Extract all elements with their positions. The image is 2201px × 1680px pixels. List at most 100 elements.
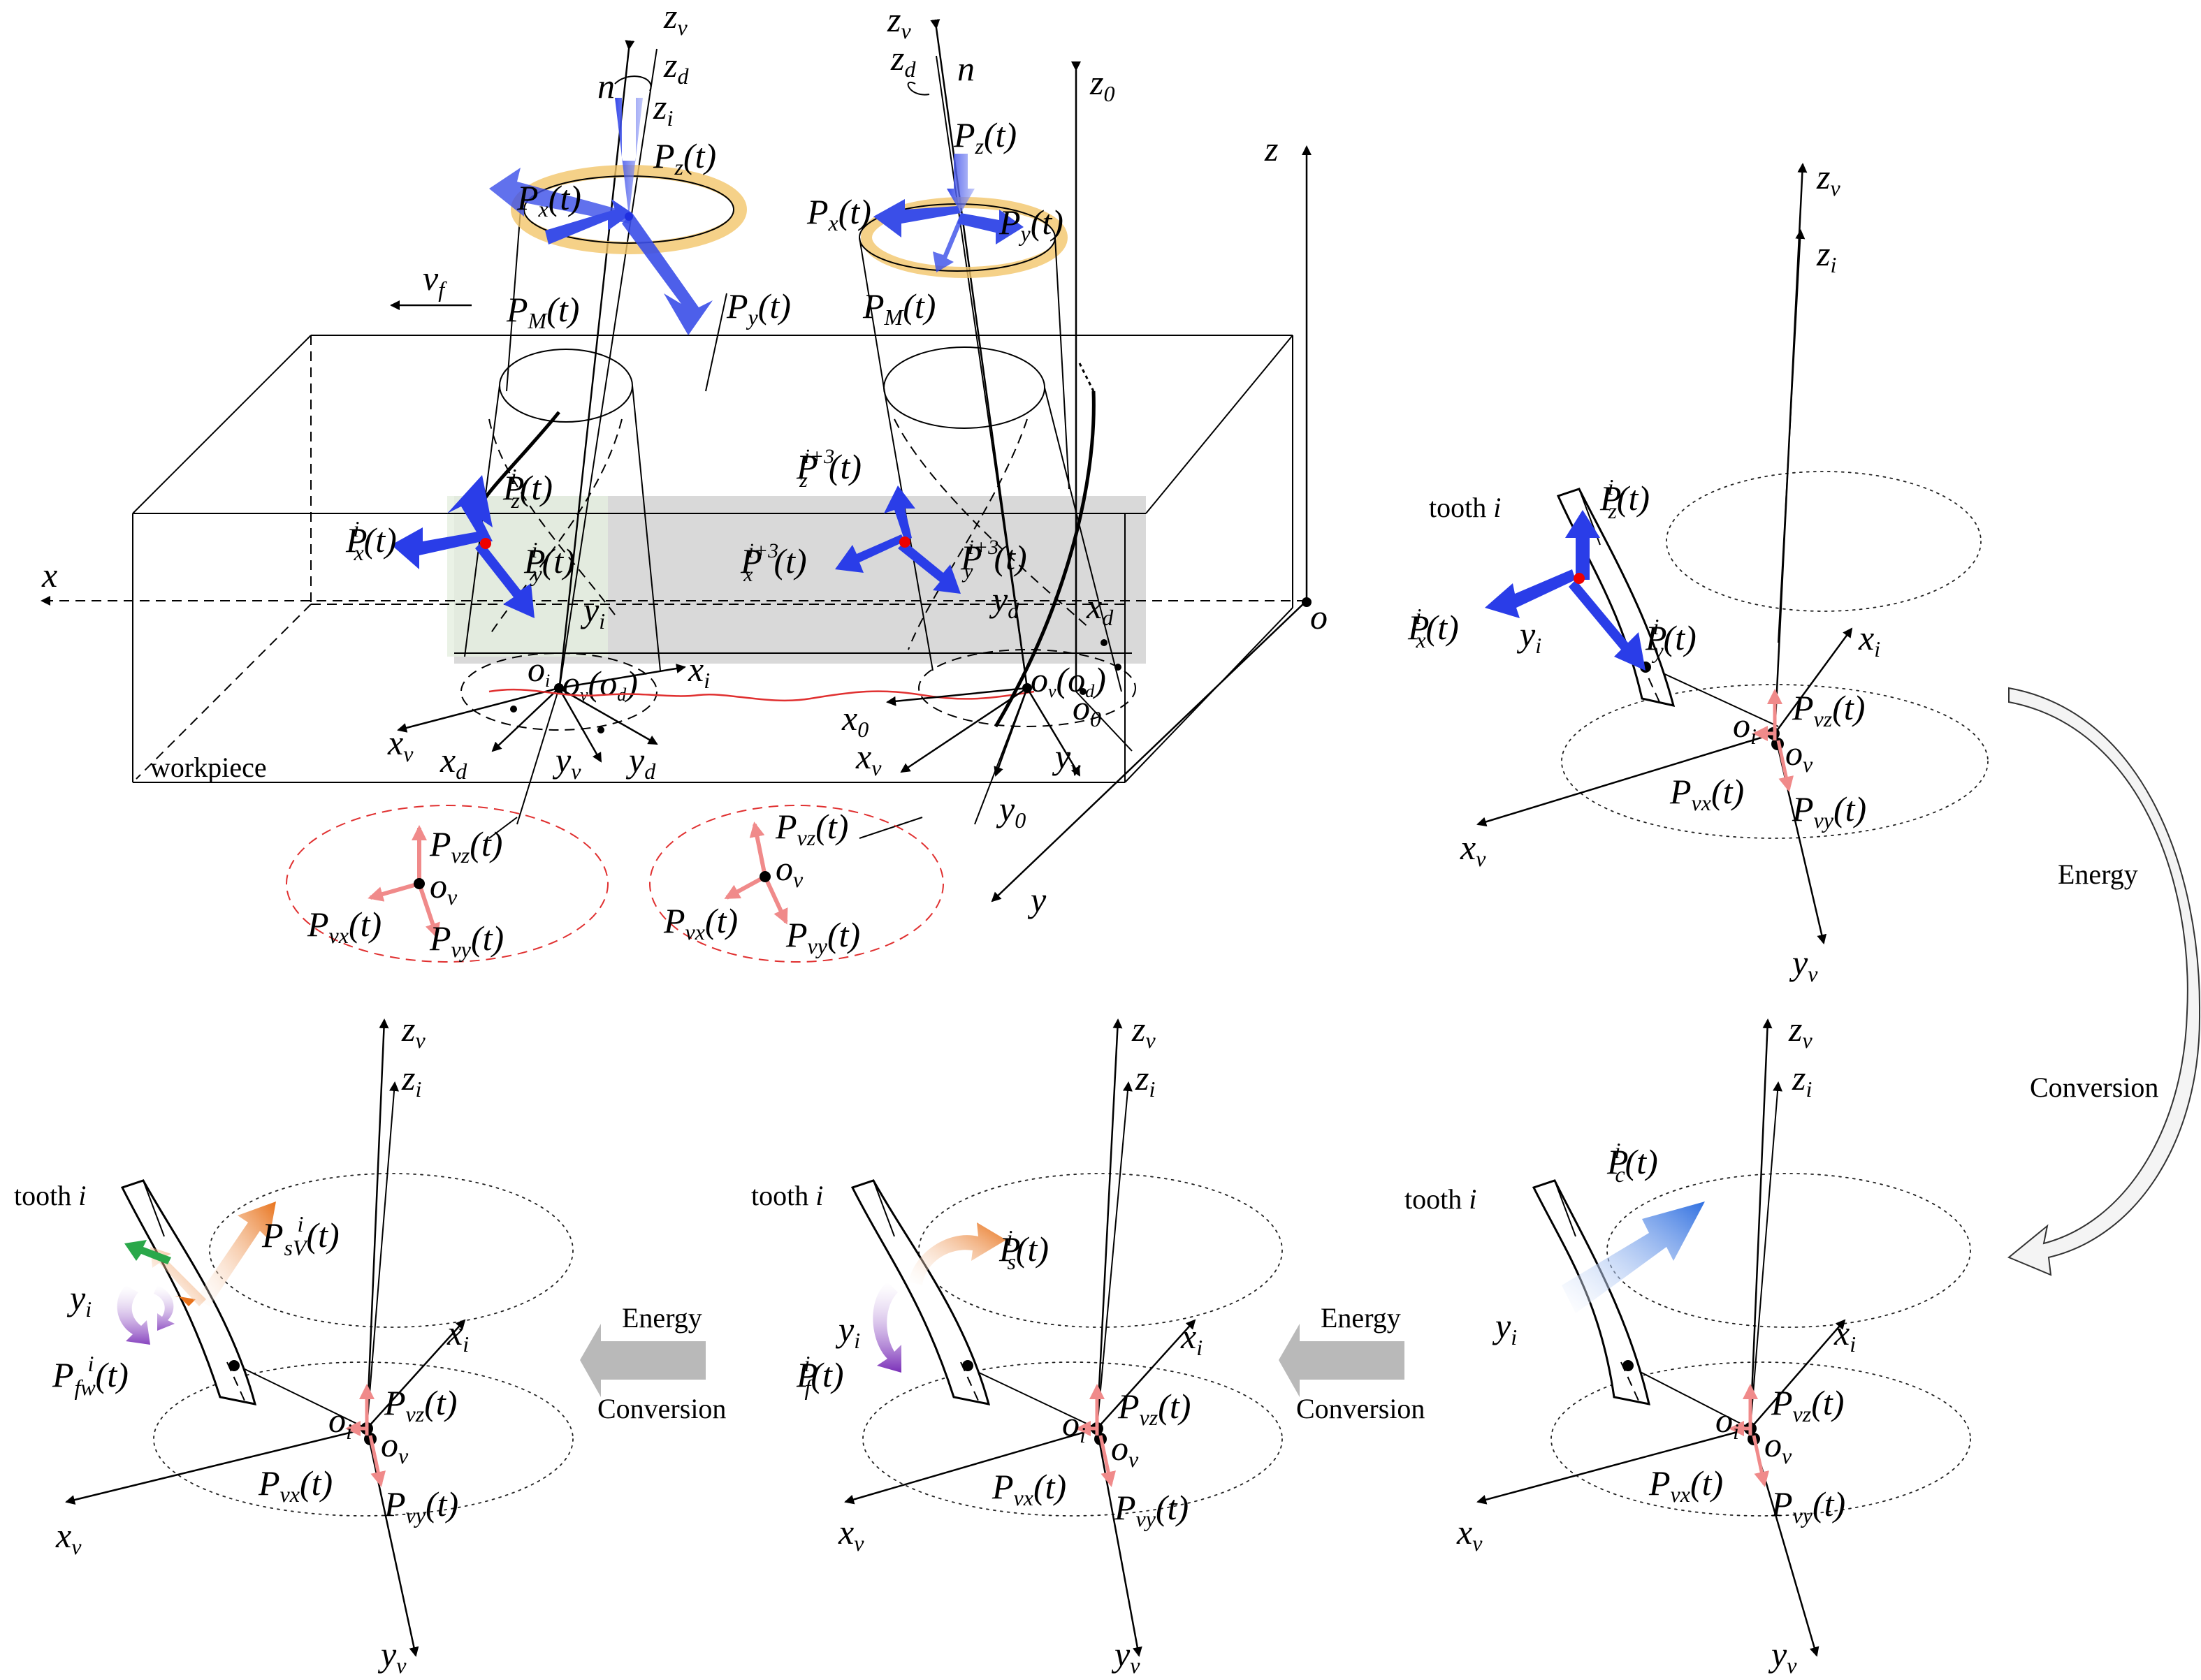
p1-oi-label: oi xyxy=(1733,706,1757,749)
tool2-y0-label: y0 xyxy=(996,789,1026,833)
tool1-Px-label: Px(t) xyxy=(516,178,581,221)
p3-xi-label: xi xyxy=(1180,1317,1203,1360)
tool1-zi-label: zi xyxy=(653,87,673,131)
p2-ov-label: ov xyxy=(1764,1425,1792,1468)
tool1-yd-label: yd xyxy=(625,740,656,784)
tool2-z0-label: z0 xyxy=(1089,63,1114,106)
p2-xi-label: xi xyxy=(1833,1313,1856,1357)
p2-zv-label: zv xyxy=(1788,1009,1813,1053)
p1-tooth-label: tooth i xyxy=(1429,492,1501,523)
p4-ov-label: ov xyxy=(381,1425,409,1468)
p2-Pvx-label: Pvx(t) xyxy=(1648,1463,1723,1507)
p4-Pvy-label: Pvy(t) xyxy=(384,1484,458,1528)
callout1-ov-label: ov xyxy=(430,866,458,910)
p2-yi-label: yi xyxy=(1492,1306,1517,1350)
p2-zi-label: zi xyxy=(1792,1058,1812,1102)
tool1-ov-od-label: ov(od) xyxy=(562,664,638,705)
panel-forces xyxy=(1476,163,1989,944)
energy-conversion-curved-arrow xyxy=(2007,687,2201,1276)
mid-conversion-label: Conversion xyxy=(1296,1393,1425,1424)
tool-2-bottom-frame xyxy=(886,639,1133,825)
p1-xv-label: xv xyxy=(1460,828,1486,871)
p4-zi-label: zi xyxy=(401,1058,421,1102)
p3-Pvz-label: Pvz(t) xyxy=(1117,1387,1191,1430)
tool2-xv-label: xv xyxy=(855,737,882,780)
tool1-zd-label: zd xyxy=(663,45,689,89)
global-axes xyxy=(41,145,1312,903)
p4-Pvz-label: Pvz(t) xyxy=(384,1383,457,1426)
callout1-Pvy-label: Pvy(t) xyxy=(429,919,504,962)
right-conversion-label: Conversion xyxy=(2030,1072,2158,1103)
p2-yv-label: yv xyxy=(1768,1635,1797,1678)
tool1-PM-label: PM(t) xyxy=(506,290,579,333)
p4-Pvx-label: Pvx(t) xyxy=(258,1463,333,1507)
tool-2-forces xyxy=(873,154,1024,272)
tool1-xi-label: xi xyxy=(688,650,710,693)
callout2-Pvz-label: Pvz(t) xyxy=(775,807,848,850)
workpiece-cut-surface xyxy=(454,496,1146,664)
callout1-Pvx-label: Pvx(t) xyxy=(307,905,382,948)
panel-cutting-power xyxy=(1476,1018,1971,1657)
p4-yi-label: yi xyxy=(66,1278,92,1322)
p3-tooth-label: tooth i xyxy=(751,1180,823,1211)
feed-label: vf xyxy=(423,258,447,302)
tool1-Pz-label: Pz(t) xyxy=(653,136,716,180)
p4-yv-label: yv xyxy=(377,1635,407,1678)
tool2-ov-od-label: ov(od) xyxy=(1031,660,1106,701)
p3-xv-label: xv xyxy=(838,1512,864,1556)
p2-tooth-label: tooth i xyxy=(1404,1183,1476,1215)
gray-arrow-left xyxy=(580,1324,706,1397)
z-axis-label: z xyxy=(1264,129,1278,168)
tool1-n-label: n xyxy=(597,66,615,105)
tool1-xv-label: xv xyxy=(387,723,414,766)
tool2-yd-label: yd xyxy=(989,580,1019,623)
p1-Pvz-label: Pvz(t) xyxy=(1792,688,1865,731)
tool-1-bottom-frame xyxy=(397,664,686,825)
p1-Pvx-label: Pvx(t) xyxy=(1669,772,1744,815)
workpiece-block xyxy=(132,335,1293,783)
callout1-Pvz-label: Pvz(t) xyxy=(429,824,502,868)
tool1-oi-label: oi xyxy=(528,650,550,691)
p1-zi-label: zi xyxy=(1816,234,1836,277)
tool2-zd-label: zd xyxy=(890,38,916,82)
p4-xi-label: xi xyxy=(446,1313,469,1357)
p4-xv-label: xv xyxy=(55,1516,82,1559)
p2-xv-label: xv xyxy=(1456,1512,1483,1556)
panel-shear-friction xyxy=(844,1018,1283,1657)
workpiece-label: workpiece xyxy=(150,752,267,783)
origin-label: o xyxy=(1310,597,1328,636)
x-axis-label: x xyxy=(41,555,57,594)
tool2-yv-label: yv xyxy=(1052,737,1081,780)
left-conversion-label: Conversion xyxy=(597,1393,726,1424)
tool2-Pz-label: Pz(t) xyxy=(953,115,1017,159)
callout2-ov-label: ov xyxy=(776,849,804,892)
panel-sv-fw xyxy=(65,1018,574,1657)
p3-zv-label: zv xyxy=(1131,1009,1156,1053)
tool2-zv-label: zv xyxy=(887,0,911,43)
p3-yv-label: yv xyxy=(1111,1635,1140,1678)
p3-Pvx-label: Pvx(t) xyxy=(991,1467,1066,1510)
tool-2-tooth-forces xyxy=(835,485,961,594)
p2-Pvz-label: Pvz(t) xyxy=(1771,1383,1844,1426)
p2-oi-label: oi xyxy=(1715,1401,1739,1444)
callout2-Pvx-label: Pvx(t) xyxy=(663,901,738,944)
p1-yi-label: yi xyxy=(1516,615,1541,658)
callout2-Pvy-label: Pvy(t) xyxy=(785,915,860,958)
p1-yv-label: yv xyxy=(1789,943,1818,986)
p4-zv-label: zv xyxy=(401,1009,426,1053)
tool1-yi-label: yi xyxy=(580,590,605,634)
tool2-Px-label: Px(t) xyxy=(806,192,871,235)
p1-zv-label: zv xyxy=(1816,157,1840,200)
